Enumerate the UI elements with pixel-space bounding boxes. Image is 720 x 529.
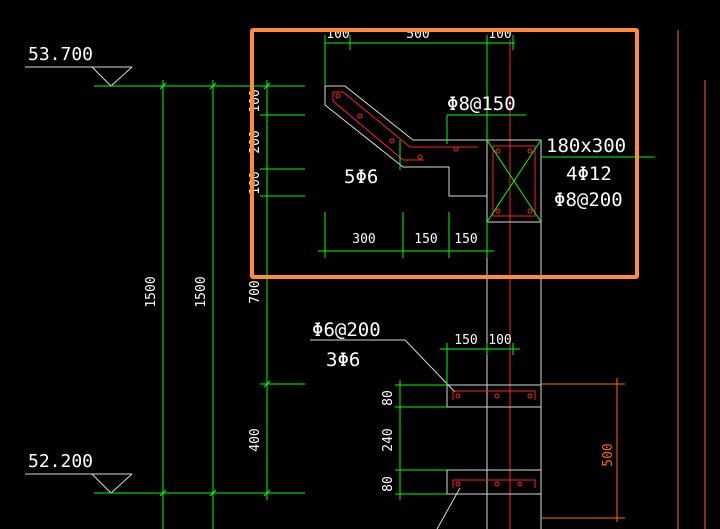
dim-700: 700 — [248, 280, 263, 303]
highlight-box — [250, 28, 639, 279]
lower-ledge-sections — [436, 384, 542, 529]
note-beam-bars: 4Φ12 — [566, 163, 612, 185]
elevation-marker-bottom: 52.200 — [25, 451, 305, 494]
lower-vertical-dimension — [395, 380, 447, 500]
elevation-top-label: 53.700 — [28, 44, 93, 65]
dim-lower-240: 240 — [381, 428, 396, 451]
note-beam-stirrup: Φ8@200 — [554, 189, 623, 211]
aux-axis-lines — [509, 30, 706, 529]
dim-lower-80b: 80 — [381, 476, 396, 492]
elevation-bottom-label: 52.200 — [28, 451, 93, 472]
note-beam-size: 180x300 — [546, 135, 626, 157]
upper-bottom-dimension — [318, 212, 494, 258]
lower-top-dimension — [440, 343, 520, 385]
note-bars-upper: 5Φ6 — [344, 166, 378, 188]
note-stirrup-lower: Φ6@200 — [312, 319, 381, 341]
note-bars-lower: 3Φ6 — [326, 349, 360, 371]
dim-1500-outer: 1500 — [144, 276, 159, 307]
dim-400: 400 — [248, 428, 263, 451]
upper-slab-section — [324, 85, 488, 197]
dim-1500-inner: 1500 — [194, 276, 209, 307]
dim-bottom-300: 300 — [352, 232, 375, 247]
left-dimension-lines — [159, 80, 305, 529]
dim-bottom-150a: 150 — [414, 232, 437, 247]
dim-bottom-150b: 150 — [454, 232, 477, 247]
dim-lower-100: 100 — [488, 333, 511, 348]
dim-lower-80a: 80 — [381, 390, 396, 406]
dim-lower-150: 150 — [454, 333, 477, 348]
upper-top-dimension — [324, 35, 515, 140]
elevation-marker-top: 53.700 — [25, 44, 305, 87]
note-stirrup-upper: Φ8@150 — [447, 93, 516, 115]
dim-right-500: 500 — [601, 443, 616, 466]
beam-section — [486, 139, 542, 223]
right-dimension — [541, 378, 625, 522]
lower-notes-leader — [310, 339, 456, 393]
